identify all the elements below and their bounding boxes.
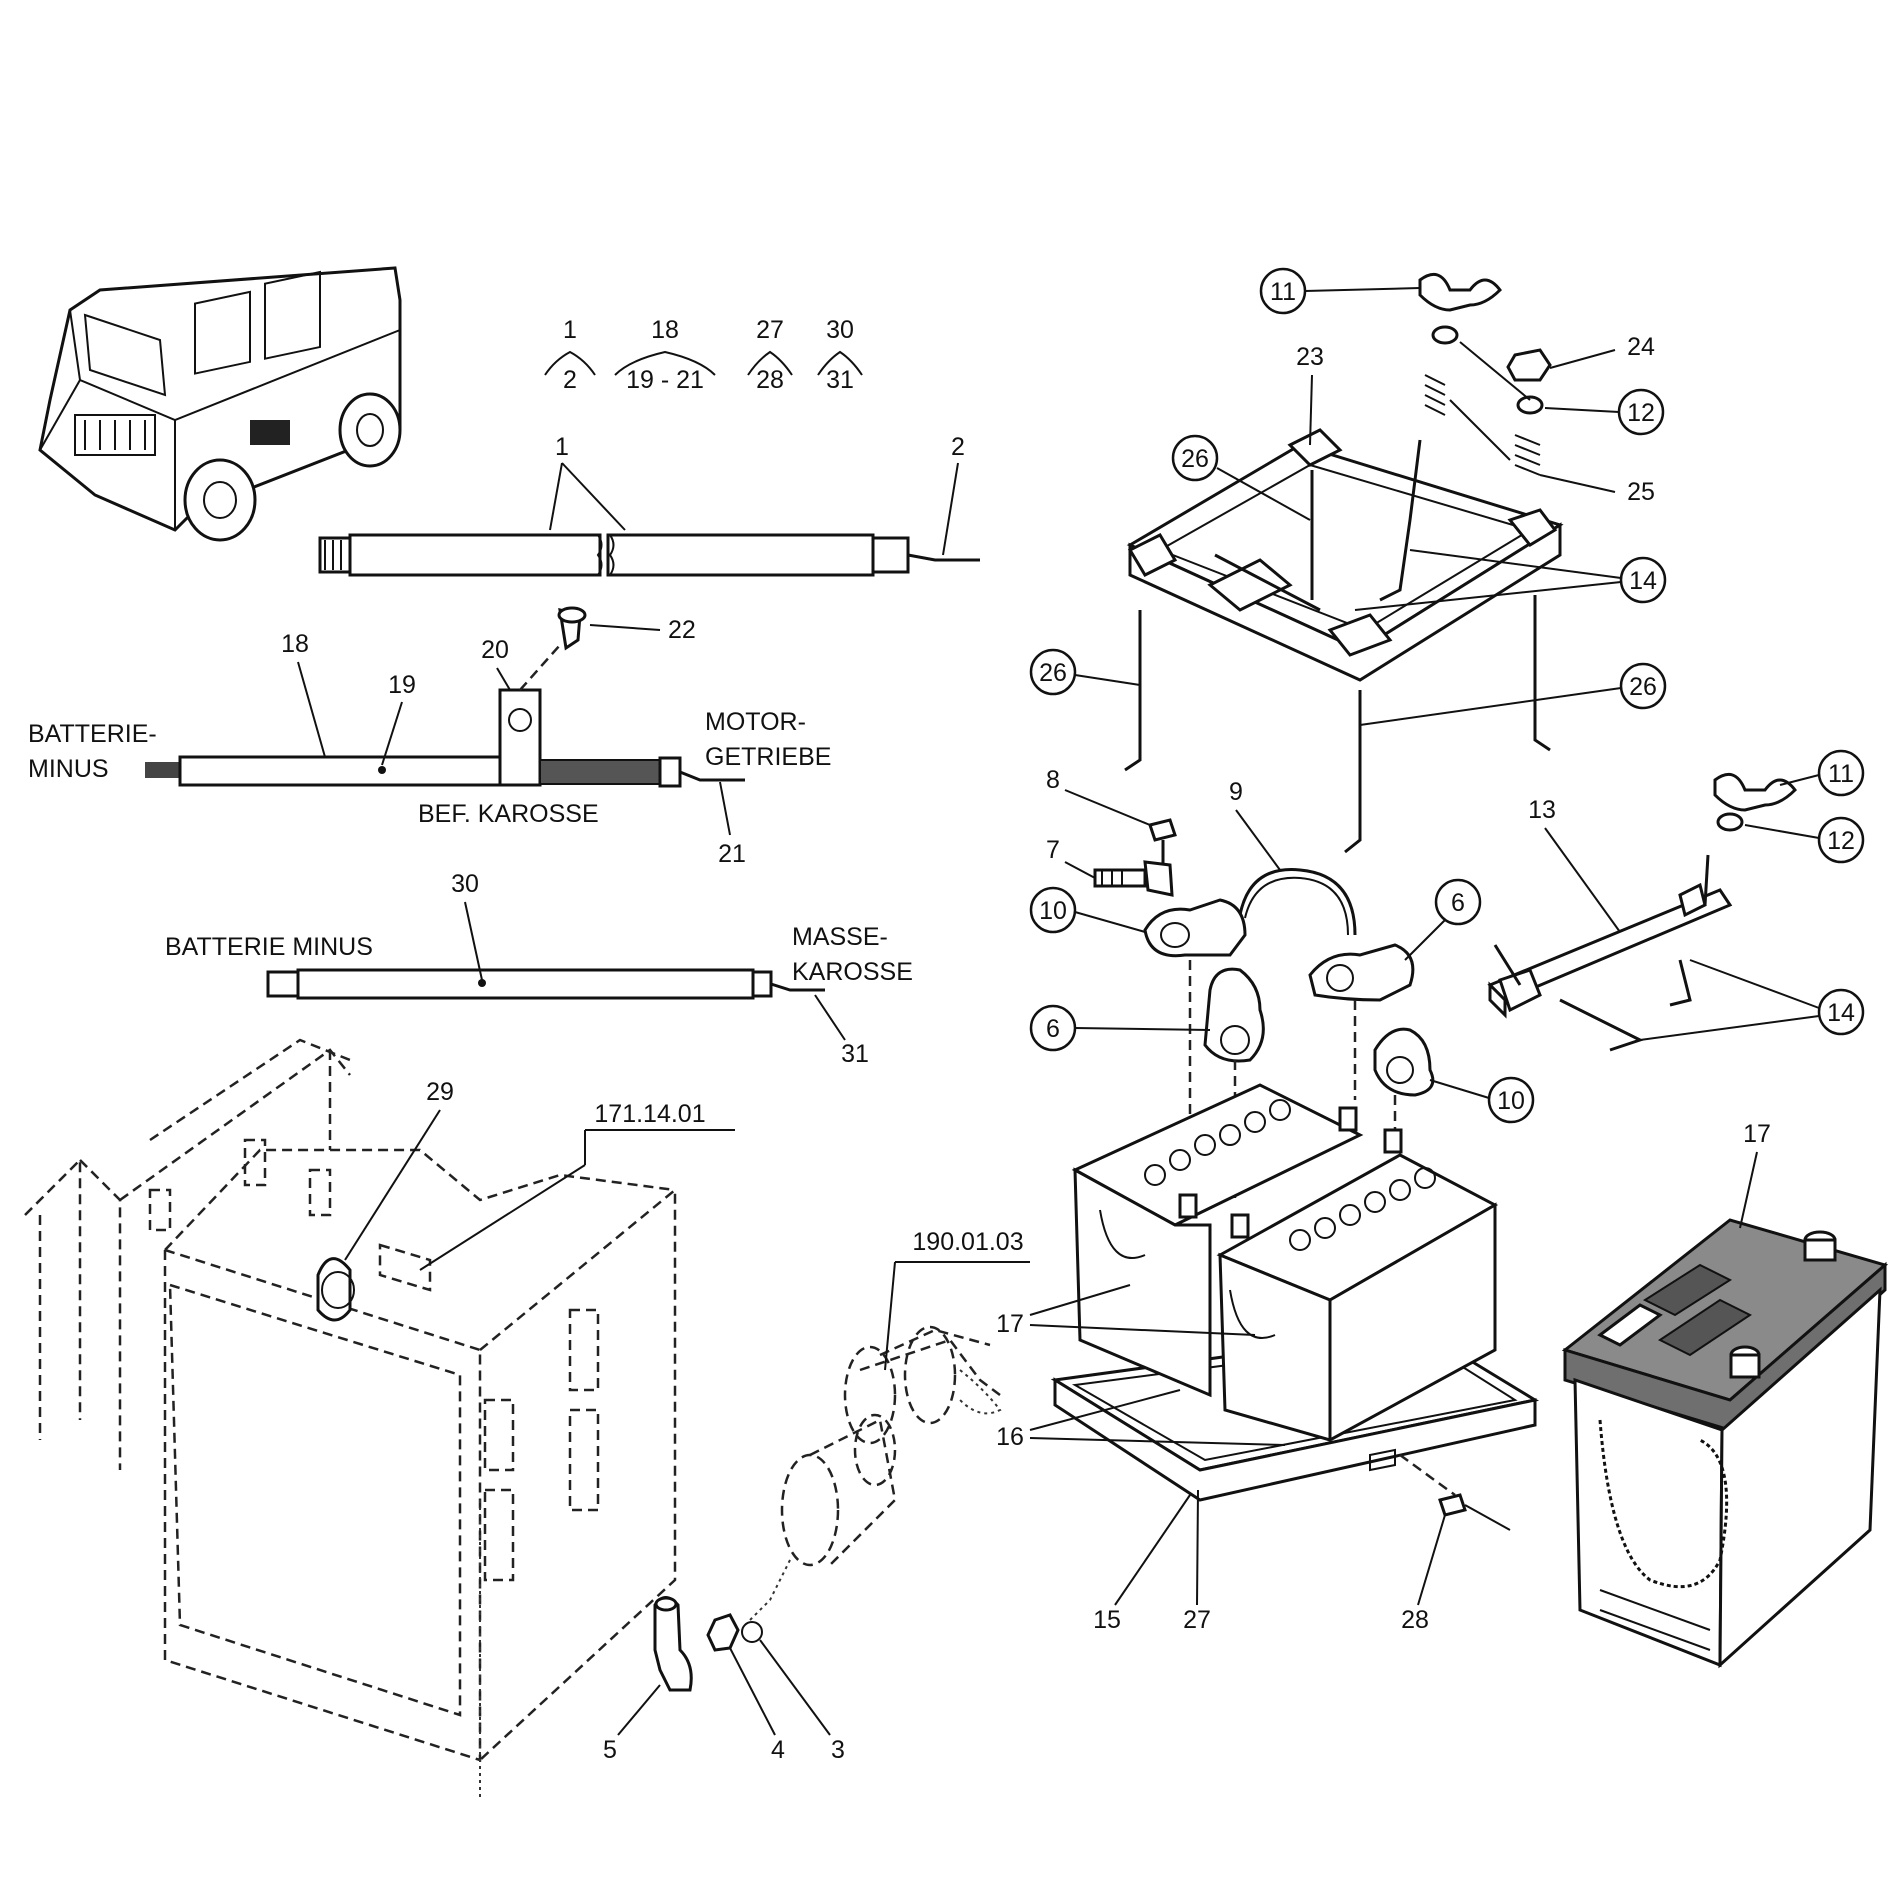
label-25: 25: [1627, 478, 1655, 506]
leader-spring: [1449, 399, 1511, 461]
caption-masse-1: MASSE-: [792, 923, 888, 951]
callout-26-left: 26: [1029, 648, 1141, 696]
caption-batterie-minus-line: BATTERIE MINUS: [165, 933, 373, 961]
label-16: 16: [996, 1423, 1024, 1451]
callout-26-right: 26: [1359, 662, 1667, 726]
label-12-top: 12: [1627, 399, 1655, 427]
label-24: 24: [1627, 333, 1655, 361]
callout-6-right: 6: [1404, 878, 1482, 961]
label-19-21: 19 - 21: [626, 366, 704, 394]
label-20: 20: [481, 636, 509, 664]
caption-batterie-minus-1: BATTERIE-: [28, 720, 157, 748]
group-key-1-2: 1 2: [544, 316, 596, 394]
label-15: 15: [1093, 1606, 1121, 1634]
label-8: 8: [1046, 766, 1060, 794]
label-21: 21: [718, 840, 746, 868]
label-171-14-01: 171.14.01: [594, 1100, 705, 1128]
label-5: 5: [603, 1736, 617, 1764]
label-9: 9: [1229, 778, 1243, 806]
leader-washer: [1459, 341, 1531, 401]
starter-assembly: 190.01.03 3 4 5: [603, 1228, 1030, 1764]
callout-11-right: 11: [1779, 749, 1865, 797]
battery-right-17: [1216, 1128, 1499, 1442]
label-2: 2: [563, 366, 577, 394]
label-6-left: 6: [1046, 1015, 1060, 1043]
label-14-right: 14: [1827, 999, 1855, 1027]
callout-6-left: 6: [1029, 1004, 1211, 1052]
group-key-30-31: 30 31: [817, 316, 863, 394]
label-26-right: 26: [1629, 673, 1657, 701]
label-14-upper: 14: [1629, 567, 1657, 595]
label-22: 22: [668, 616, 696, 644]
caption-motor-2: GETRIEBE: [705, 743, 831, 771]
callout-12-top: 12: [1544, 388, 1665, 436]
clamp-bar-13: 13: [1487, 772, 1797, 1052]
ground-cable-30: 30 BATTERIE MINUS MASSE- KAROSSE 31: [165, 870, 913, 1068]
label-7: 7: [1046, 836, 1060, 864]
label-1-cable: 1: [555, 433, 569, 461]
label-11-right: 11: [1828, 760, 1854, 788]
group-key-27-28: 27 28: [747, 316, 793, 394]
label-2-cable: 2: [951, 433, 965, 461]
label-10-left: 10: [1039, 897, 1067, 925]
label-13: 13: [1528, 796, 1556, 824]
callout-10-right: 10: [1429, 1076, 1535, 1124]
label-26-upper: 26: [1181, 445, 1209, 473]
label-29: 29: [426, 1078, 454, 1106]
label-23: 23: [1296, 343, 1324, 371]
label-17-single: 17: [1743, 1120, 1771, 1148]
callout-14-upper: 14: [1354, 549, 1667, 611]
vehicle-illustration: [38, 266, 402, 542]
label-4: 4: [771, 1736, 785, 1764]
label-12-right: 12: [1827, 827, 1855, 855]
caption-masse-2: KAROSSE: [792, 958, 913, 986]
ground-strap-18: 22 18 19 20 21 BATTERIE- MINUS MOTOR- GE…: [28, 606, 831, 868]
hold-down-frame: 23 24 25: [1124, 272, 1655, 854]
terminal-parts: 8 7 9: [1046, 766, 1435, 1200]
label-28: 28: [1401, 1606, 1429, 1634]
callout-10-left: 10: [1029, 886, 1146, 934]
label-1: 1: [563, 316, 577, 344]
battery-compartment: 29 171.14.01: [24, 1038, 735, 1800]
label-17-left: 17: [996, 1310, 1024, 1338]
caption-motor-1: MOTOR-: [705, 708, 806, 736]
label-28: 28: [756, 366, 784, 394]
label-27: 27: [1183, 1606, 1211, 1634]
label-6-right: 6: [1451, 889, 1465, 917]
callout-14-right: 14: [1639, 959, 1865, 1041]
label-31-cable: 31: [841, 1040, 869, 1068]
label-3: 3: [831, 1736, 845, 1764]
callout-26-upper: 26: [1171, 434, 1311, 521]
group-key-18-19-21: 18 19 - 21: [614, 316, 716, 394]
label-31: 31: [826, 366, 854, 394]
label-10-right: 10: [1497, 1087, 1525, 1115]
caption-bef-karosse: BEF. KAROSSE: [418, 800, 599, 828]
label-30: 30: [826, 316, 854, 344]
label-18: 18: [651, 316, 679, 344]
label-27: 27: [756, 316, 784, 344]
label-30-cable: 30: [451, 870, 479, 898]
label-11-top: 11: [1270, 278, 1296, 306]
label-19: 19: [388, 671, 416, 699]
callout-12-right: 12: [1744, 816, 1865, 864]
caption-batterie-minus-2: MINUS: [28, 755, 109, 783]
battery-single-17: 17: [1561, 1120, 1889, 1669]
callout-11-top: 11: [1259, 267, 1421, 315]
label-26-left: 26: [1039, 659, 1067, 687]
label-18-strap: 18: [281, 630, 309, 658]
battery-labels: 17 16 15 27 28: [996, 1284, 1446, 1634]
battery-cable-1: 2 1: [318, 433, 980, 577]
battery-left-17: [1071, 1083, 1364, 1398]
label-190-01-03: 190.01.03: [912, 1228, 1023, 1256]
